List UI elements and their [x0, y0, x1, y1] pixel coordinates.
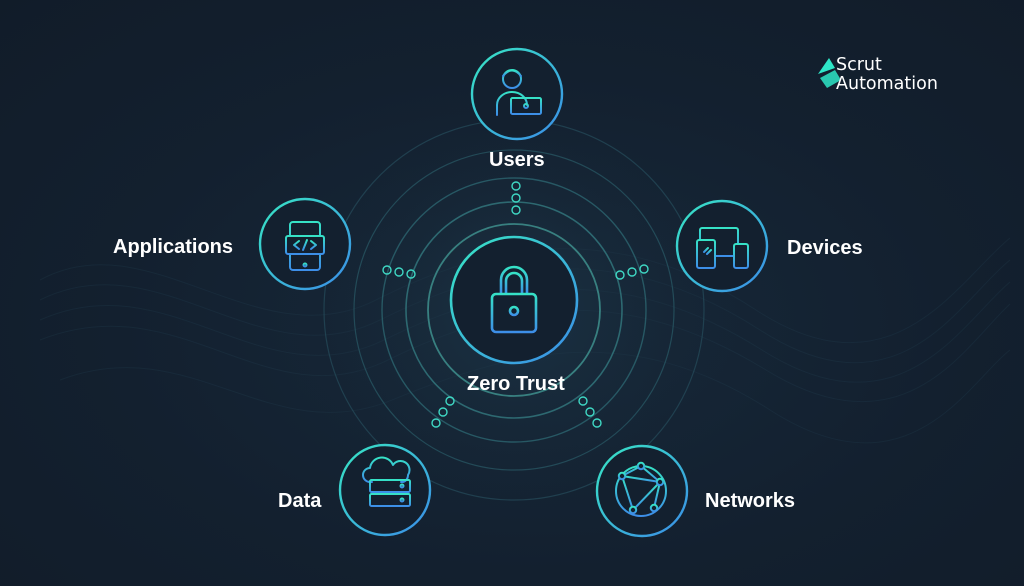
- devices-label: Devices: [787, 237, 863, 259]
- concentric-rings: [323, 119, 705, 501]
- brand-name: Scrut Automation: [836, 56, 938, 94]
- cloud-server-icon: [362, 456, 411, 507]
- connector-dots: [382, 181, 649, 428]
- brand-line-2: Automation: [836, 74, 938, 94]
- applications-label: Applications: [113, 236, 234, 258]
- data-node: [338, 443, 432, 537]
- devices-icon: [696, 227, 749, 269]
- brand-line-1: Scrut: [836, 55, 882, 75]
- data-label: Data: [278, 490, 322, 512]
- user-laptop-icon: [496, 69, 546, 117]
- zero-trust-label: Zero Trust: [467, 373, 565, 395]
- users-node: [470, 47, 564, 141]
- applications-node: [258, 197, 352, 291]
- globe-network-icon: [615, 461, 667, 517]
- users-label: Users: [489, 149, 545, 171]
- code-app-icon: [285, 221, 325, 271]
- zero-trust-node: [449, 235, 579, 365]
- padlock-icon: [490, 265, 538, 334]
- networks-node: [595, 444, 689, 538]
- networks-label: Networks: [705, 490, 796, 512]
- devices-node: [675, 199, 769, 293]
- scrut-logo-icon: [818, 58, 841, 88]
